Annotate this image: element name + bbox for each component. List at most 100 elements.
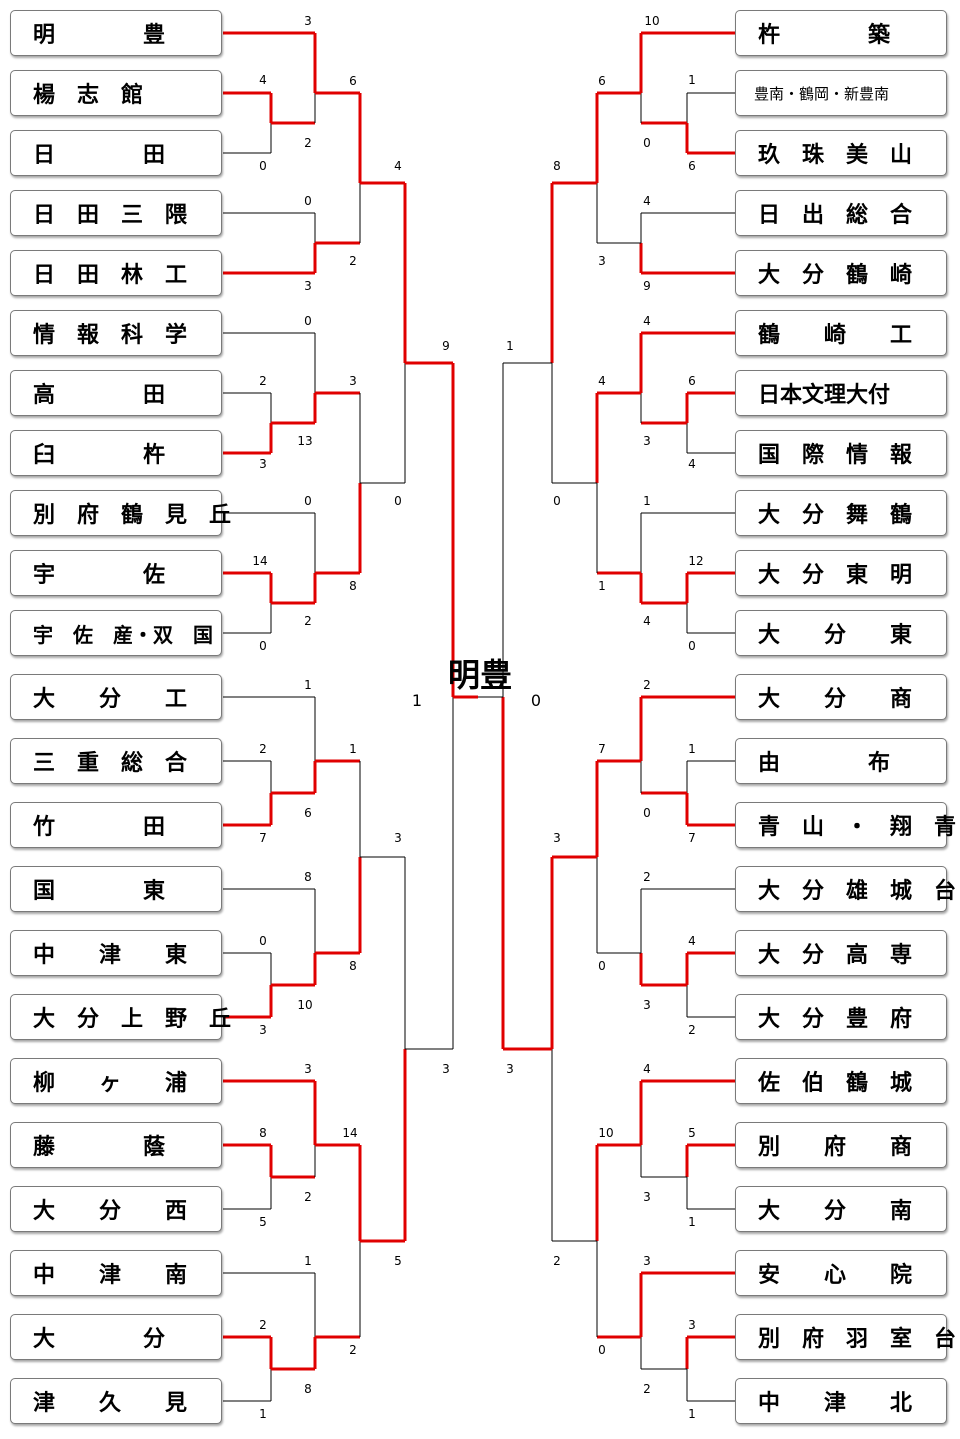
score-label: 2 bbox=[304, 614, 312, 628]
team-right-13: 由 布 bbox=[735, 738, 947, 784]
team-right-20: 大 分 南 bbox=[735, 1186, 947, 1232]
score-label: 3 bbox=[643, 1254, 651, 1268]
score-label: 4 bbox=[643, 614, 651, 628]
score-label: 7 bbox=[598, 742, 606, 756]
score-label: 1 bbox=[643, 494, 651, 508]
score-label: 0 bbox=[531, 691, 541, 710]
team-left-5: 日 田 林 工 bbox=[10, 250, 222, 296]
score-label: 3 bbox=[643, 1190, 651, 1204]
score-label: 0 bbox=[394, 494, 402, 508]
team-left-4: 日 田 三 隈 bbox=[10, 190, 222, 236]
team-left-21: 中 津 南 bbox=[10, 1250, 222, 1296]
team-left-15: 国 東 bbox=[10, 866, 222, 912]
score-label: 0 bbox=[643, 136, 651, 150]
score-label: 1 bbox=[304, 678, 312, 692]
score-label: 0 bbox=[553, 494, 561, 508]
score-label: 4 bbox=[259, 73, 267, 87]
score-label: 2 bbox=[259, 742, 267, 756]
team-left-16: 中 津 東 bbox=[10, 930, 222, 976]
score-label: 2 bbox=[688, 1023, 696, 1037]
score-label: 0 bbox=[598, 1343, 606, 1357]
score-label: 13 bbox=[297, 434, 312, 448]
team-left-7: 高 田 bbox=[10, 370, 222, 416]
score-label: 0 bbox=[598, 959, 606, 973]
score-label: 9 bbox=[643, 279, 651, 293]
score-label: 7 bbox=[259, 831, 267, 845]
team-left-9: 別 府 鶴 見 丘 bbox=[10, 490, 231, 536]
score-label: 4 bbox=[688, 934, 696, 948]
score-label: 6 bbox=[688, 159, 696, 173]
team-right-7: 日本文理大付 bbox=[735, 370, 947, 416]
team-right-15: 大 分 雄 城 台 bbox=[735, 866, 956, 912]
score-label: 3 bbox=[259, 457, 267, 471]
score-label: 2 bbox=[259, 1318, 267, 1332]
score-label: 3 bbox=[304, 279, 312, 293]
team-right-8: 国 際 情 報 bbox=[735, 430, 947, 476]
score-label: 1 bbox=[688, 1215, 696, 1229]
team-right-10: 大 分 東 明 bbox=[735, 550, 947, 596]
score-label: 4 bbox=[394, 159, 402, 173]
team-left-11: 宇 佐 産・双 国 bbox=[10, 610, 222, 656]
score-label: 2 bbox=[259, 374, 267, 388]
team-left-2: 楊 志 館 bbox=[10, 70, 222, 116]
team-right-17: 大 分 豊 府 bbox=[735, 994, 947, 1040]
score-label: 1 bbox=[688, 1407, 696, 1421]
score-label: 1 bbox=[506, 339, 514, 353]
team-right-21: 安 心 院 bbox=[735, 1250, 947, 1296]
score-label: 2 bbox=[643, 678, 651, 692]
team-left-10: 宇 佐 bbox=[10, 550, 222, 596]
team-right-1: 杵 築 bbox=[735, 10, 947, 56]
score-label: 12 bbox=[688, 554, 703, 568]
score-label: 2 bbox=[304, 136, 312, 150]
team-left-3: 日 田 bbox=[10, 130, 222, 176]
team-left-20: 大 分 西 bbox=[10, 1186, 222, 1232]
team-right-19: 別 府 商 bbox=[735, 1122, 947, 1168]
team-left-22: 大 分 bbox=[10, 1314, 222, 1360]
score-label: 4 bbox=[643, 314, 651, 328]
team-right-18: 佐 伯 鶴 城 bbox=[735, 1058, 947, 1104]
score-label: 2 bbox=[349, 254, 357, 268]
team-right-14: 青 山 ・ 翔 青 bbox=[735, 802, 956, 848]
team-left-1: 明 豊 bbox=[10, 10, 222, 56]
team-right-4: 日 出 総 合 bbox=[735, 190, 947, 236]
team-left-13: 三 重 総 合 bbox=[10, 738, 222, 784]
score-label: 3 bbox=[506, 1062, 514, 1076]
score-label: 4 bbox=[643, 194, 651, 208]
score-label: 10 bbox=[297, 998, 312, 1012]
team-left-14: 竹 田 bbox=[10, 802, 222, 848]
score-label: 3 bbox=[442, 1062, 450, 1076]
score-label: 2 bbox=[349, 1343, 357, 1357]
team-left-23: 津 久 見 bbox=[10, 1378, 222, 1424]
score-label: 6 bbox=[688, 374, 696, 388]
score-label: 6 bbox=[349, 74, 357, 88]
score-label: 8 bbox=[304, 870, 312, 884]
score-label: 0 bbox=[643, 806, 651, 820]
score-label: 3 bbox=[304, 14, 312, 28]
score-label: 1 bbox=[412, 691, 422, 710]
score-label: 7 bbox=[688, 831, 696, 845]
score-label: 14 bbox=[252, 554, 267, 568]
score-label: 1 bbox=[598, 579, 606, 593]
score-label: 14 bbox=[342, 1126, 357, 1140]
score-label: 0 bbox=[304, 494, 312, 508]
team-left-12: 大 分 工 bbox=[10, 674, 222, 720]
team-left-19: 藤 蔭 bbox=[10, 1122, 222, 1168]
team-left-6: 情 報 科 学 bbox=[10, 310, 222, 356]
team-right-12: 大 分 商 bbox=[735, 674, 947, 720]
score-label: 3 bbox=[598, 254, 606, 268]
score-label: 3 bbox=[304, 1062, 312, 1076]
score-label: 2 bbox=[553, 1254, 561, 1268]
score-label: 2 bbox=[304, 1190, 312, 1204]
score-label: 4 bbox=[643, 1062, 651, 1076]
score-label: 3 bbox=[688, 1318, 696, 1332]
score-label: 3 bbox=[643, 998, 651, 1012]
score-label: 5 bbox=[688, 1126, 696, 1140]
team-right-6: 鶴 崎 工 bbox=[735, 310, 947, 356]
score-label: 1 bbox=[688, 73, 696, 87]
team-right-3: 玖 珠 美 山 bbox=[735, 130, 947, 176]
score-label: 0 bbox=[304, 194, 312, 208]
score-label: 0 bbox=[259, 159, 267, 173]
score-label: 0 bbox=[259, 639, 267, 653]
score-label: 2 bbox=[643, 1382, 651, 1396]
